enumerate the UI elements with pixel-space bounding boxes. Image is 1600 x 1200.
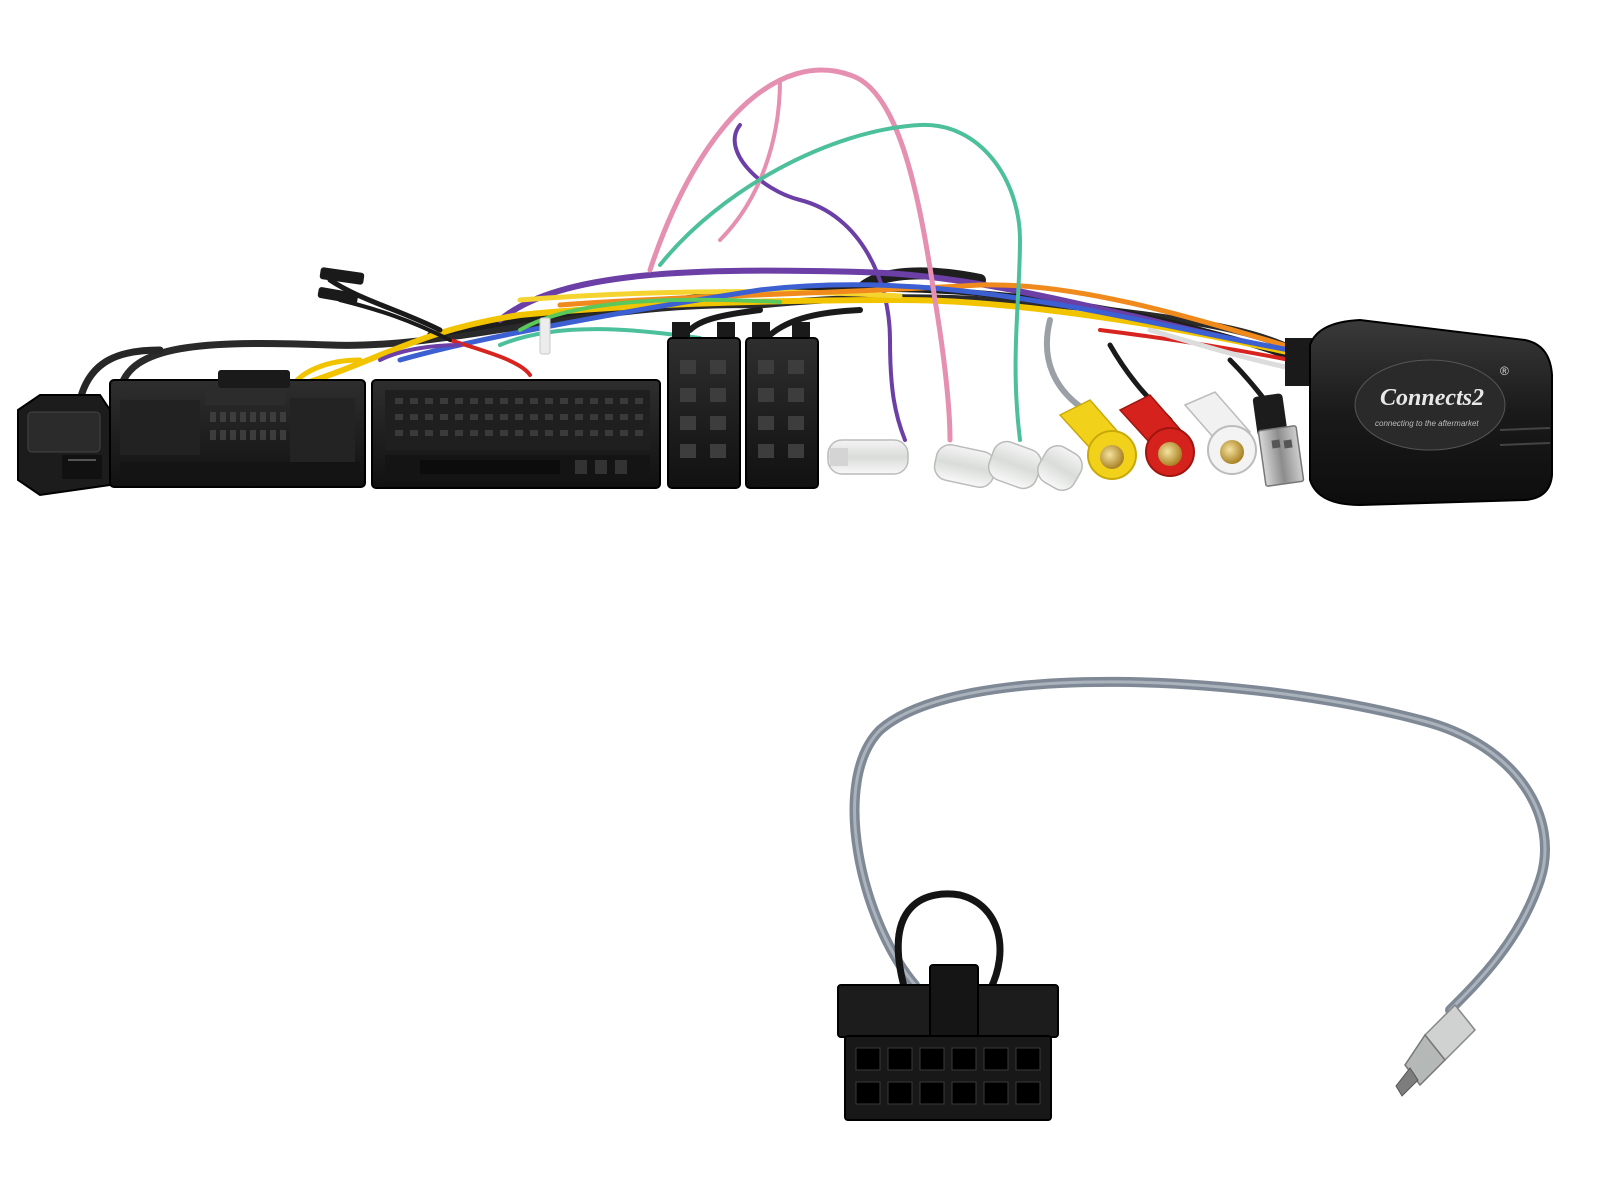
logo-tagline: connecting to the aftermarket [1375,419,1479,428]
stub-connectors [317,267,551,355]
iso-right-pins [758,360,804,458]
cable-tie [539,317,551,355]
wire-blue [397,282,1303,363]
wire-black-to-iso-2 [767,307,863,338]
patch-lead-grey-highlight [853,680,1547,1012]
vehicle-connector-small [17,394,111,497]
spade-terminals [827,439,1083,491]
wire-black-thin [327,277,443,333]
rca-plug-yellow [1058,399,1137,480]
rca-plug-red [1118,394,1195,477]
spade-terminal-1 [827,439,909,475]
spade-terminal-4 [1037,445,1083,491]
vehicle-connector-large [109,370,366,488]
wire-black-to-iso [687,307,763,333]
wire-grey-rca [1043,317,1088,413]
iso-connector-right [745,322,819,489]
iso-connector-left [667,322,741,489]
wire-white [1147,327,1303,373]
logo-brand: Connects2 [1380,385,1484,411]
wire-purple-down [378,343,462,362]
patch-lead [849,676,1550,1015]
patch-lead-grey-cable [849,676,1550,1015]
logo-registered: ® [1500,364,1509,378]
spade-terminal-3 [987,440,1043,490]
wire-pink-loop [647,67,953,443]
iso-left-pins [680,360,726,458]
jack-plug [1395,1003,1477,1097]
wire-teal-loop [658,122,1022,442]
wire-black-thin-2 [338,298,452,342]
interface-box: Connects2 ® connecting to the aftermarke… [1285,318,1553,507]
wire-black-left-lead [76,346,164,404]
patch-lead-black-loop [894,890,1004,994]
pin-grid [395,398,643,436]
logo-badge [1354,359,1506,451]
pin-row [210,412,286,440]
wire-purple-loop [732,123,907,442]
stub-connector-1 [319,267,365,285]
connector-pins [855,1047,1041,1105]
rca-plug-white [1183,391,1257,475]
usb-plug [1252,393,1305,487]
patch-lead-12pin-connector [837,964,1059,1121]
wire-pink-2 [718,78,782,242]
vehicle-connector-xl [371,379,661,489]
stub-connector-2 [317,287,359,304]
